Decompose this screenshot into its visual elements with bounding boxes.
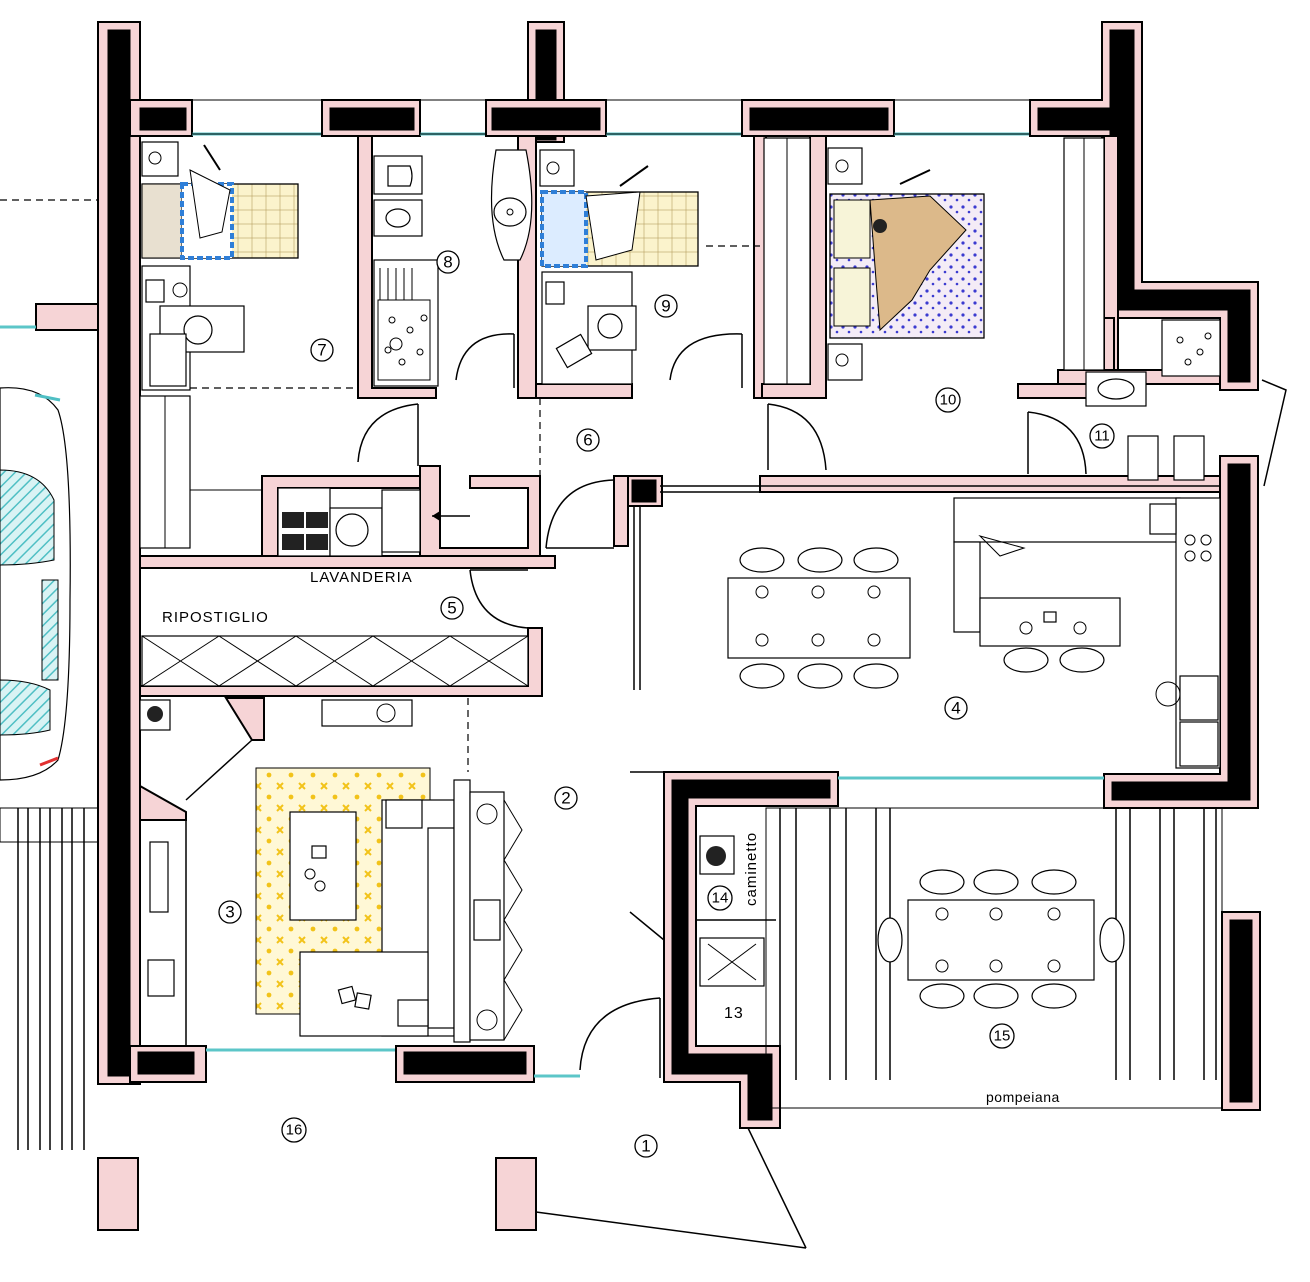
garage-area — [0, 199, 100, 1150]
room-number-11: 11 — [1089, 423, 1115, 449]
pergola — [765, 807, 1223, 1109]
bedroom-9-furniture — [539, 149, 699, 385]
room-number-15-text: 15 — [994, 1028, 1011, 1045]
label-caminetto: caminetto — [743, 832, 760, 906]
room-number-10-text: 10 — [940, 392, 957, 409]
desk-chair-9-icon — [555, 305, 637, 369]
label-pompeiana: pompeiana — [986, 1089, 1060, 1105]
bathroom-11-fixtures — [1085, 319, 1221, 481]
room-number-7: 7 — [310, 338, 334, 362]
bathroom-8-fixtures — [373, 149, 533, 387]
car-icon — [0, 387, 71, 781]
room-number-15: 15 — [989, 1023, 1015, 1049]
tv-unit-icon — [453, 779, 523, 1043]
room-number-4: 4 — [944, 696, 968, 720]
label-lavanderia: LAVANDERIA — [310, 569, 413, 586]
room-number-6: 6 — [576, 428, 600, 452]
chairs-4 — [739, 547, 899, 689]
living-furniture — [139, 699, 523, 1043]
laundry-fixtures — [277, 487, 470, 557]
room-number-2: 2 — [554, 786, 578, 810]
room-number-3-text: 3 — [225, 903, 234, 922]
room-number-4-text: 4 — [951, 699, 960, 718]
bedroom-7-furniture — [139, 141, 299, 549]
room-number-5-text: 5 — [447, 599, 456, 618]
sink-8-icon — [490, 149, 533, 261]
kitchen-units — [953, 497, 1221, 769]
room-number-1: 1 — [634, 1134, 658, 1158]
single-bed-9 — [540, 165, 699, 268]
desk-chair-7-icon — [149, 305, 245, 387]
room-number-5: 5 — [440, 596, 464, 620]
room-number-10: 10 — [935, 387, 961, 413]
sofa-icon — [299, 799, 455, 1037]
room-number-9: 9 — [654, 294, 678, 318]
room-number-11-text: 11 — [1094, 428, 1110, 445]
carport-beams — [0, 807, 99, 1150]
dining-table-4 — [727, 547, 911, 689]
storage-shelving — [141, 635, 529, 687]
room-number-2-text: 2 — [561, 789, 570, 808]
room-number-16-text: 16 — [286, 1122, 303, 1139]
room-number-3: 3 — [218, 900, 242, 924]
room-dividers — [140, 245, 1222, 772]
label-ripostiglio: RIPOSTIGLIO — [162, 609, 269, 626]
room-number-14: 14 — [707, 885, 733, 911]
room-number-6-text: 6 — [583, 431, 592, 450]
exterior-walls — [97, 21, 1261, 1231]
bedroom-10-furniture — [763, 137, 1105, 385]
room-number-8-text: 8 — [443, 253, 452, 272]
double-bed-10 — [829, 169, 985, 339]
fireplace-area — [696, 835, 776, 987]
shower-8-icon — [373, 259, 439, 387]
room-number-1-text: 1 — [641, 1137, 650, 1156]
room-number-14-text: 14 — [712, 890, 729, 907]
room-number-8: 8 — [436, 250, 460, 274]
room-number-16: 16 — [281, 1117, 307, 1143]
single-bed-7 — [141, 144, 299, 260]
doors — [357, 333, 1287, 1249]
room-number-9-text: 9 — [661, 297, 670, 316]
outdoor-table-15 — [877, 869, 1125, 1009]
label-room-13: 13 — [724, 1005, 744, 1022]
room-number-7-text: 7 — [317, 341, 326, 360]
